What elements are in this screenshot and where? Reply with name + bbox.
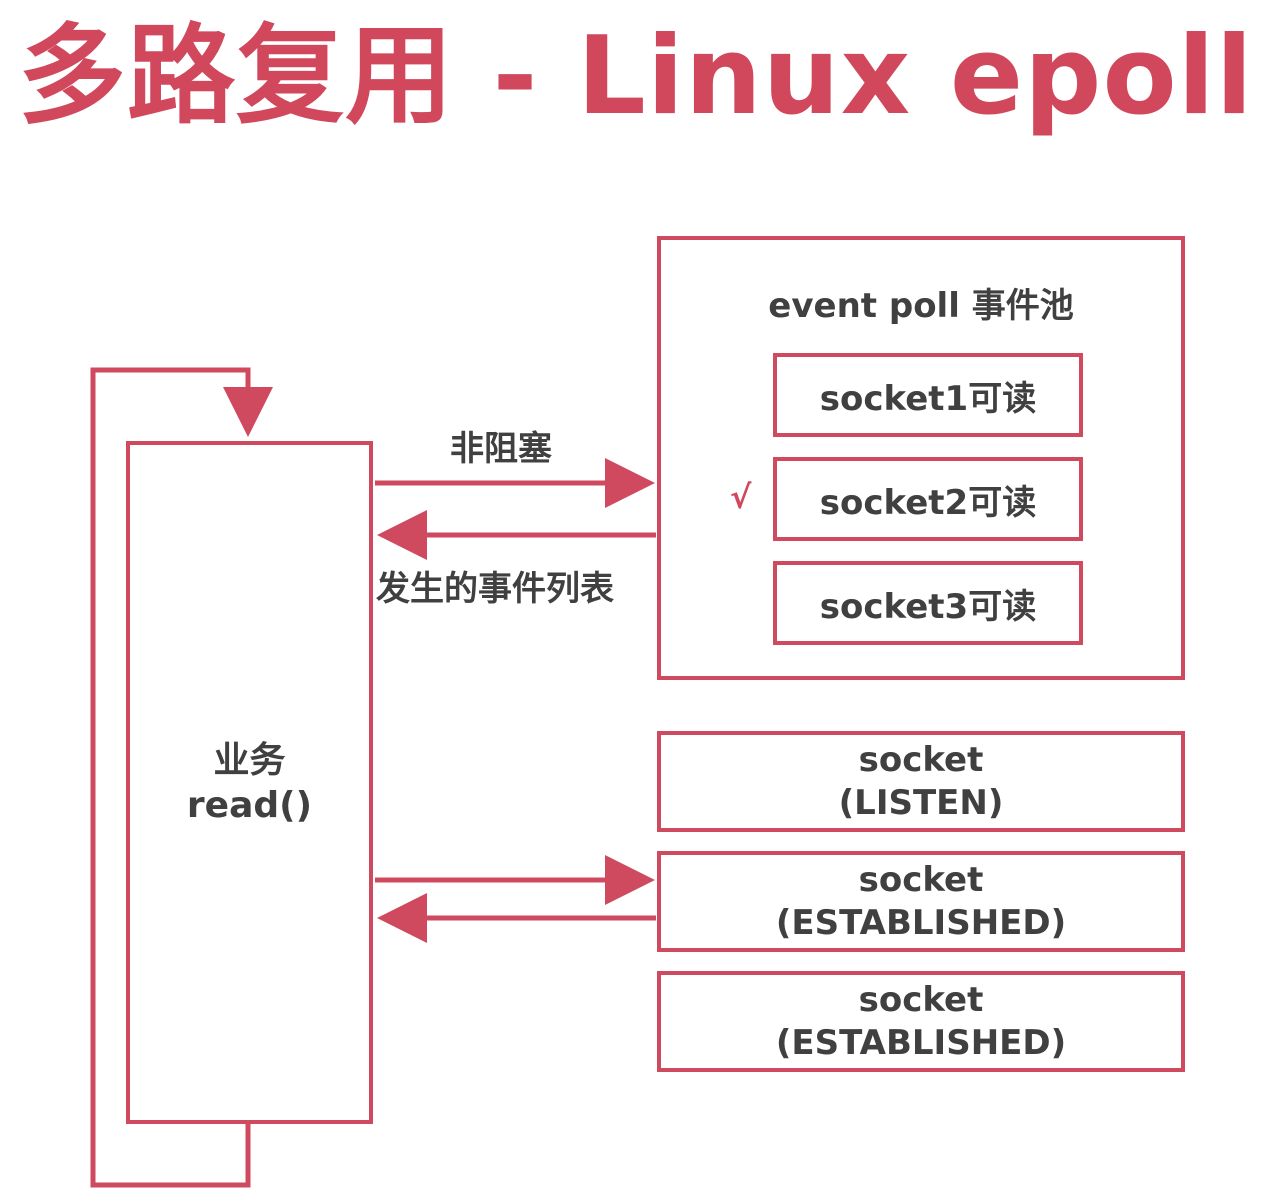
socket-box-established-1: socket (ESTABLISHED) <box>657 851 1185 952</box>
page-title: 多路复用 - Linux epoll <box>18 14 1254 139</box>
nonblocking-label: 非阻塞 <box>450 429 552 469</box>
event-poll-item-2: socket2可读 <box>773 457 1083 541</box>
socket-line1: socket <box>858 980 984 1020</box>
socket-box-established-2: socket (ESTABLISHED) <box>657 971 1185 1072</box>
event-poll-item-label: socket2可读 <box>819 482 1037 523</box>
client-label-line1: 业务 <box>213 739 286 781</box>
client-box: 业务 read() <box>126 441 373 1124</box>
socket-line1: socket <box>858 740 984 780</box>
socket-line2: (ESTABLISHED) <box>775 902 1067 943</box>
client-label-line2: read() <box>186 784 313 826</box>
socket-line2: (LISTEN) <box>838 782 1004 823</box>
event-poll-item-label: socket3可读 <box>819 586 1037 627</box>
socket-box-listen: socket (LISTEN) <box>657 731 1185 832</box>
socket-line2: (ESTABLISHED) <box>775 1022 1067 1063</box>
check-mark: √ <box>730 478 752 516</box>
event-poll-title: event poll 事件池 <box>768 286 1074 326</box>
event-poll-item-label: socket1可读 <box>819 378 1037 419</box>
event-list-label: 发生的事件列表 <box>376 569 614 609</box>
socket-line1: socket <box>858 860 984 900</box>
event-poll-item-1: socket1可读 <box>773 353 1083 437</box>
event-poll-item-3: socket3可读 <box>773 561 1083 645</box>
